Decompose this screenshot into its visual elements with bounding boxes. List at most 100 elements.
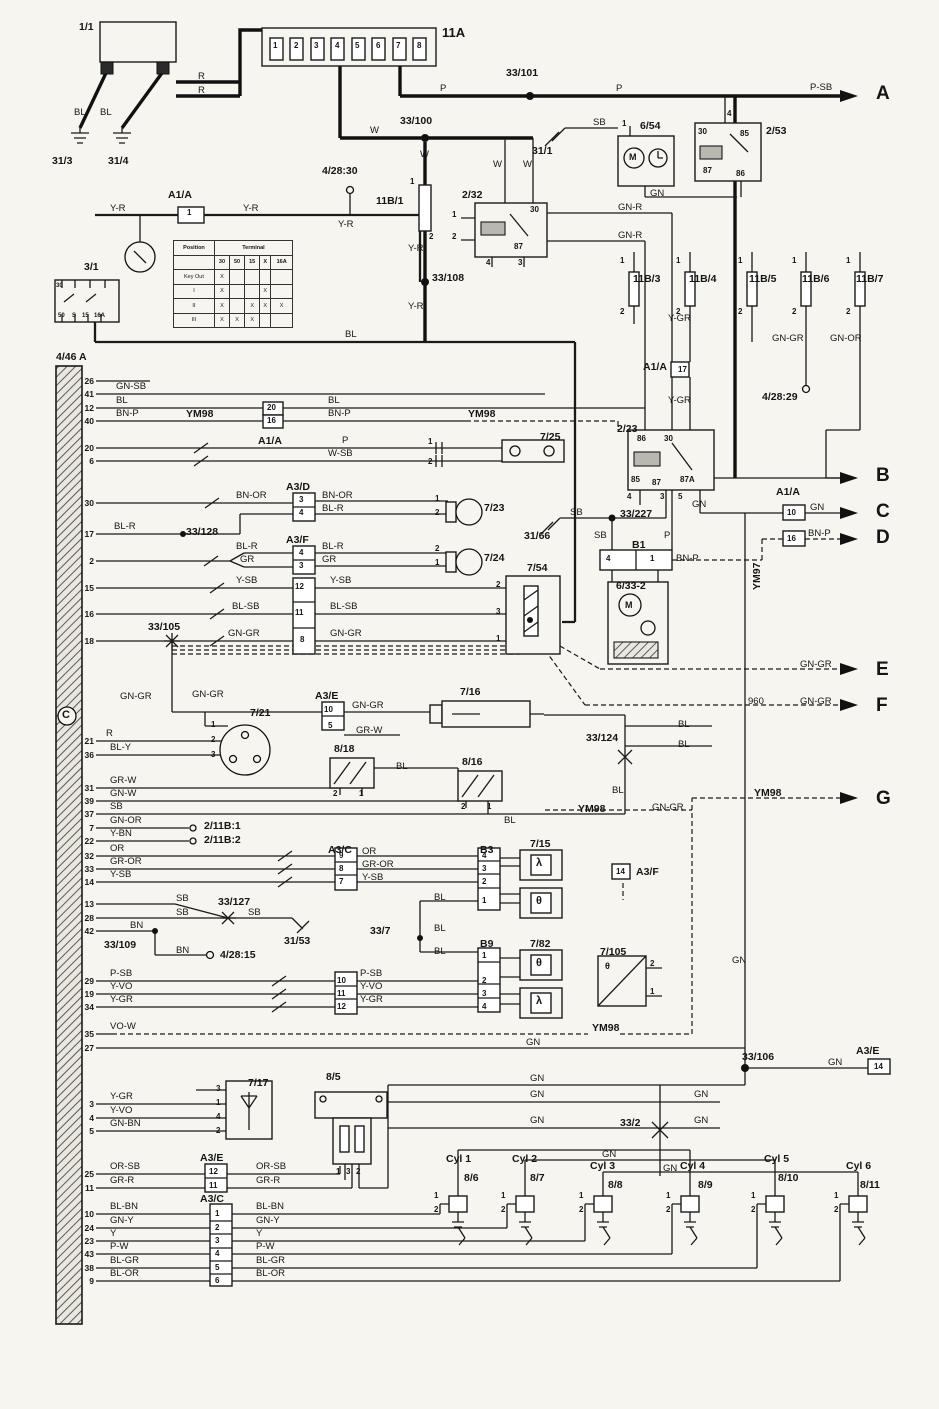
wire-label: BL — [328, 395, 340, 406]
junction-33-124 — [617, 749, 633, 765]
pin-number: 12 — [337, 1002, 346, 1011]
wire-label: P — [664, 530, 671, 541]
wire-label: BL-GR — [110, 1255, 140, 1266]
table-cell — [270, 312, 293, 328]
table-cell: X — [213, 298, 231, 314]
ecu-pin-number: 40 — [84, 416, 94, 426]
plug-cyl1 — [448, 1195, 468, 1246]
table-cell — [229, 283, 246, 299]
component-label: G — [876, 788, 891, 809]
component-7-24 — [445, 548, 483, 576]
wire-label: BL — [396, 761, 408, 772]
wire-label: Y-SB — [236, 575, 258, 586]
wire-label: BL — [434, 946, 446, 957]
wire-label: GN — [694, 1115, 709, 1126]
component-label: A1/A — [258, 435, 282, 447]
wire-label: GN-GR — [120, 691, 152, 702]
pin-number: θ — [536, 895, 542, 907]
ecu-pin-number: 17 — [84, 529, 94, 539]
table-header: 30 — [213, 254, 231, 270]
ecu-pin-number: 32 — [84, 851, 94, 861]
pin-number: 3 — [215, 1236, 220, 1245]
wire-label: BL-R — [236, 541, 258, 552]
component-label: A1/A — [168, 189, 192, 201]
component-label: 33/109 — [104, 939, 137, 951]
component-label: A — [876, 83, 890, 104]
wire-label: GN-GR — [228, 628, 260, 639]
ecu-pin-number: 18 — [84, 636, 94, 646]
wire-label: R — [198, 71, 205, 82]
pin-number: 2 — [215, 1223, 220, 1232]
wire-label: BL-OR — [256, 1268, 286, 1279]
component-label: 7/21 — [250, 707, 271, 719]
connector-a3e — [321, 701, 345, 731]
component-label: C — [62, 709, 70, 721]
pin-number: 2 — [666, 1205, 671, 1214]
component-label: A1/A — [643, 361, 667, 373]
wire-label: GN — [526, 1037, 541, 1048]
arrow-g-icon — [840, 792, 858, 804]
wire-label: GN — [694, 1089, 709, 1100]
component-label: A3/C — [200, 1193, 224, 1205]
pin-number: 2 — [834, 1205, 839, 1214]
pin-number: S — [72, 313, 77, 319]
pin-number: 2 — [333, 789, 338, 798]
table-header — [173, 254, 215, 270]
table-cell — [270, 269, 293, 285]
wire-label: SB — [593, 117, 606, 128]
connector-a3f — [292, 545, 316, 655]
connector-a1a-17 — [670, 361, 690, 378]
component-label: 4/28:29 — [762, 391, 798, 403]
ecu-pin-number: 39 — [84, 796, 94, 806]
wire-label: Y-R — [338, 219, 354, 230]
pin-number: 20 — [267, 403, 276, 412]
wire-label: GN — [602, 1149, 617, 1160]
ecu-pin-number: 33 — [84, 864, 94, 874]
wire-label: BL — [504, 815, 516, 826]
wire-label: BL-R — [322, 503, 344, 514]
ecu-pin-number: 27 — [84, 1043, 94, 1053]
component-label: Cyl 2 — [512, 1153, 538, 1165]
table-cell — [229, 298, 246, 314]
pin-number: 3 — [660, 492, 665, 501]
arrow-d-icon — [840, 533, 858, 545]
wire-label: OR-SB — [256, 1161, 287, 1172]
ecu-pin-number: 43 — [84, 1249, 94, 1259]
component-7-105 — [597, 955, 647, 1007]
primary-feed-wires — [78, 28, 840, 624]
component-label: 7/82 — [530, 938, 551, 950]
component-label: 7/16 — [460, 686, 481, 698]
component-6-33-2 — [607, 581, 669, 665]
component-label: 2/32 — [462, 189, 483, 201]
plug-cyl2 — [515, 1195, 535, 1246]
component-label: 33/128 — [186, 526, 219, 538]
component-label: 1/1 — [79, 21, 94, 33]
component-label: A3/E — [200, 1152, 224, 1164]
pin-number: 1 — [738, 256, 743, 265]
component-label: A3/E — [315, 690, 339, 702]
pin-number: 1 — [435, 494, 440, 503]
wire-label: GN — [530, 1073, 545, 1084]
pin-number: 2 — [751, 1205, 756, 1214]
wire-label: GN-Y — [256, 1215, 280, 1226]
wire-label: GN — [692, 499, 707, 510]
wire-label: GN-GR — [800, 696, 832, 707]
pin-number: 16 — [787, 534, 796, 543]
wire-label: W — [420, 149, 429, 160]
pin-number: 1 — [676, 256, 681, 265]
wire-label: W-SB — [328, 448, 353, 459]
pin-number: 10 — [324, 705, 333, 714]
component-label: 8/6 — [464, 1172, 479, 1184]
pin-number: 16 — [267, 416, 276, 425]
component-label: 3/1 — [84, 261, 99, 273]
pin-number: 11 — [209, 1181, 218, 1190]
component-label: A3/C — [328, 844, 352, 856]
fuse-11b1 — [418, 184, 432, 232]
component-label: 33/124 — [586, 732, 619, 744]
pin-number: 1 — [487, 802, 492, 811]
table-cell: X — [213, 283, 231, 299]
pin-number: 85 — [740, 129, 749, 138]
spark-plugs — [448, 1195, 868, 1246]
wire-label: BL — [345, 329, 357, 340]
